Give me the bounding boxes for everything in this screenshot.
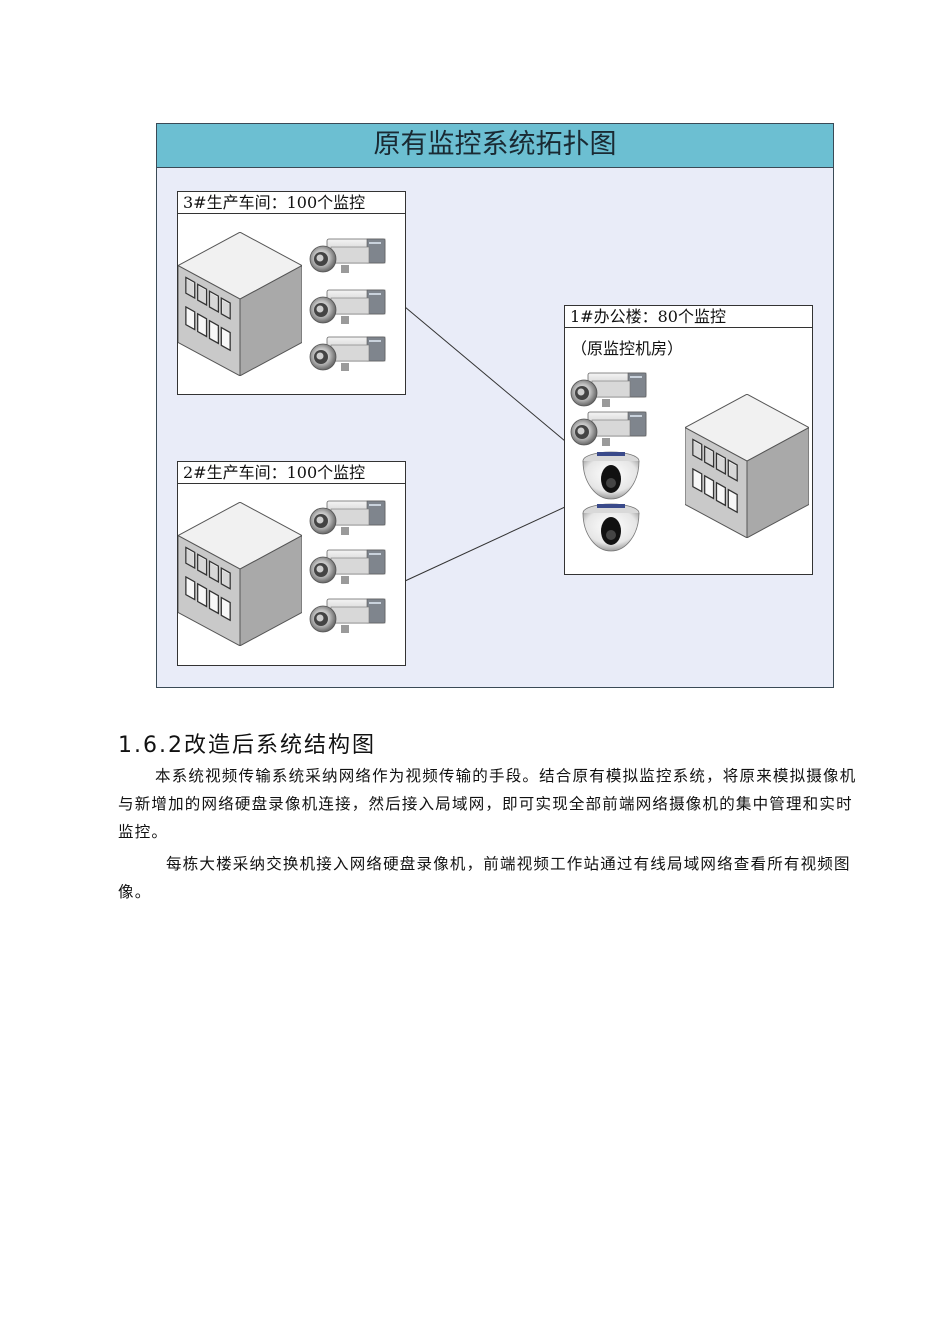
body-paragraph: 每栋大楼采纳交换机接入网络硬盘录像机，前端视频工作站通过有线局域网络查看所有视频…	[118, 855, 851, 901]
dome-camera-icon	[581, 501, 641, 553]
network-links	[404, 306, 566, 582]
zone-title: 1#办公楼：80个监控	[565, 306, 812, 328]
zone-workshop-2: 2#生产车间：100个监控	[177, 461, 406, 666]
building-icon	[178, 502, 302, 646]
building-icon	[685, 394, 809, 538]
zone-sublabel: （原监控机房）	[571, 339, 684, 358]
topology-diagram: 原有监控系统拓扑图 3#生产车间：100个监控 2#生产车间：100个监控 1#…	[156, 123, 834, 688]
dome-camera-icon	[581, 449, 641, 501]
section-heading: 1.6.2改造后系统结构图	[118, 733, 376, 758]
box-camera-icon	[570, 408, 650, 452]
zone-office-1: 1#办公楼：80个监控 （原监控机房）	[564, 305, 813, 575]
box-camera-icon	[570, 369, 650, 413]
box-camera-icon	[309, 497, 389, 541]
diagram-title: 原有监控系统拓扑图	[157, 124, 833, 168]
zone-title: 2#生产车间：100个监控	[178, 462, 405, 484]
body-paragraph: 本系统视频传输系统采纳网络作为视频传输的手段。结合原有模拟监控系统，将原来模拟摄…	[118, 767, 857, 841]
box-camera-icon	[309, 333, 389, 377]
building-icon	[178, 232, 302, 376]
box-camera-icon	[309, 235, 389, 279]
link-workshop2-office1	[404, 506, 566, 582]
link-workshop3-office1	[404, 306, 566, 442]
box-camera-icon	[309, 595, 389, 639]
box-camera-icon	[309, 286, 389, 330]
box-camera-icon	[309, 546, 389, 590]
zone-workshop-3: 3#生产车间：100个监控	[177, 191, 406, 395]
zone-title: 3#生产车间：100个监控	[178, 192, 405, 214]
